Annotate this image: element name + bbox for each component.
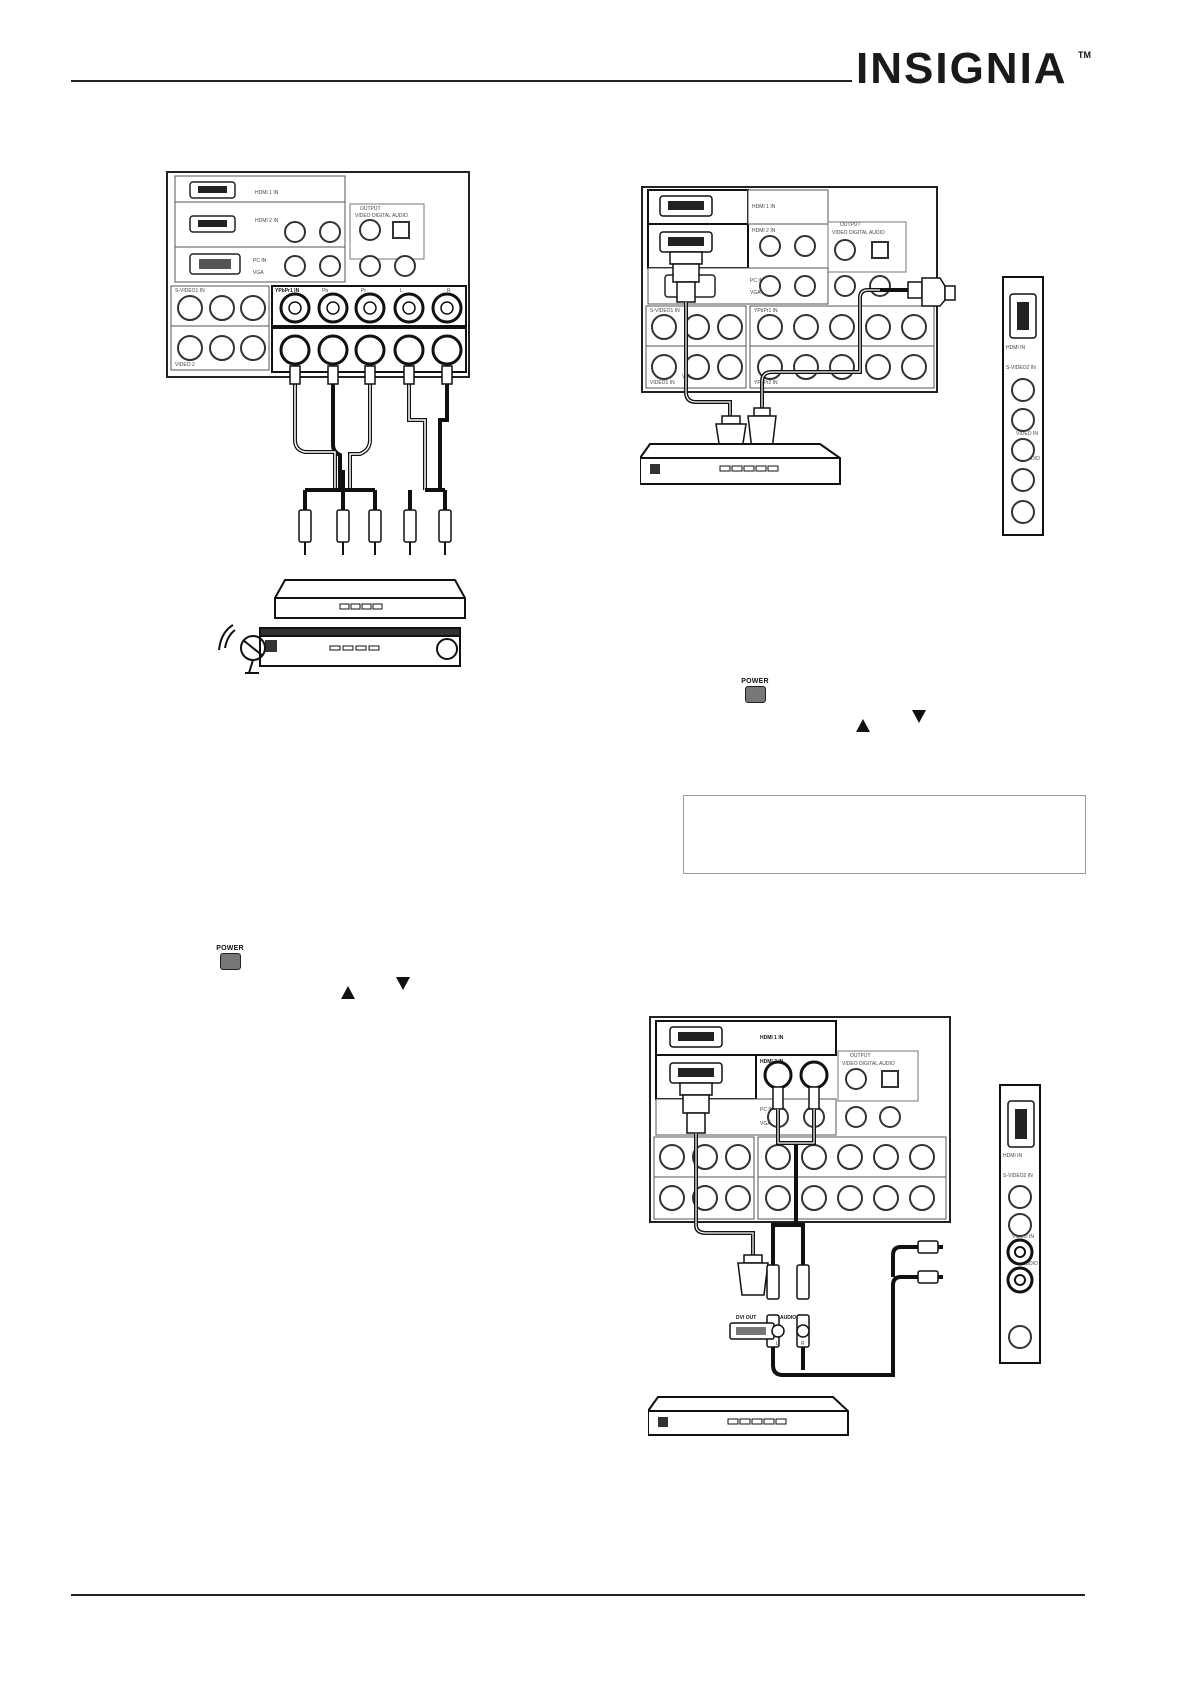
video1-label: VIDEO1 IN [650, 380, 675, 386]
pc-in-label: PC IN [750, 278, 764, 284]
svideo1-label: S-VIDEO1 IN [175, 288, 205, 294]
r-label: R [447, 288, 451, 294]
satellite-dish-icon [218, 624, 266, 674]
vga-label: VGA [253, 270, 264, 276]
hdmi2-label: HDMI 2 IN [255, 218, 279, 224]
side-video-label: VIDEO IN [1016, 431, 1038, 437]
down-arrow-icon [912, 710, 926, 723]
side-hdmi-label: HDMI IN [1003, 1153, 1023, 1159]
video-digital-audio-label: VIDEO DIGITAL AUDIO [842, 1061, 895, 1067]
audio-l-label: L [776, 1341, 779, 1347]
side-video-label: VIDEO IN [1012, 1234, 1034, 1240]
insignia-logo: INSIGNIA [856, 44, 1092, 102]
dvi-out-label: DVI OUT [736, 1315, 756, 1321]
pc-in-label: PC IN [760, 1107, 774, 1113]
power-label: POWER [216, 945, 244, 952]
component-cables [293, 370, 449, 490]
up-arrow-icon [341, 986, 355, 999]
dvd-player [640, 443, 841, 485]
svideo1-label: S-VIDEO1 IN [650, 308, 680, 314]
pb-label: Pb [322, 288, 328, 294]
ypbpr2-label: YPbPr2 IN [754, 380, 778, 386]
set-top-box [274, 579, 466, 619]
output-label: OUTPUT [850, 1053, 871, 1059]
brand-name: INSIGNIA [856, 44, 1068, 93]
power-key-shape [744, 686, 766, 703]
power-button-icon: POWER [210, 945, 250, 970]
side-audio-label: AUDIO [1022, 1261, 1038, 1267]
hdmi1-label: HDMI 1 IN [752, 204, 776, 210]
side-hdmi-label: HDMI IN [1006, 345, 1026, 351]
footer-rule [71, 1594, 1085, 1596]
down-arrow-icon [396, 977, 410, 990]
power-label: POWER [741, 678, 769, 685]
video-digital-audio-label: VIDEO DIGITAL AUDIO [355, 213, 408, 219]
video2-label: VIDEO 2 [175, 362, 195, 368]
trademark-mark: TM [1078, 50, 1091, 60]
video-digital-audio-label: VIDEO DIGITAL AUDIO [832, 230, 885, 236]
up-arrow-icon [856, 719, 870, 732]
pr-label: Pr [361, 288, 366, 294]
hdmi2-label: HDMI 2 IN [752, 228, 776, 234]
side-svideo-label: S-VIDEO2 IN [1003, 1173, 1033, 1179]
power-key-shape [219, 953, 241, 970]
note-box [683, 795, 1086, 874]
output-label: OUTPUT [840, 222, 861, 228]
audio-label: AUDIO [780, 1315, 796, 1321]
power-button-icon: POWER [735, 678, 775, 703]
header-rule [71, 80, 852, 82]
side-svideo-label: S-VIDEO2 IN [1006, 365, 1036, 371]
hdmi1-label: HDMI 1 IN [760, 1035, 784, 1041]
hdmi1-label: HDMI 1 IN [255, 190, 279, 196]
dvd-player [648, 1396, 849, 1436]
hdmi-dvi-connection-figure: HDMI 1 IN HDMI 2 IN OUTPUT VIDEO DIGITAL… [640, 182, 1045, 542]
vga-label: VGA [750, 290, 761, 296]
ypbpr1-label: YPbPr1 IN [754, 308, 778, 314]
l-label: L [400, 288, 403, 294]
audio-r-label: R [801, 1341, 805, 1347]
output-label: OUTPUT [360, 206, 381, 212]
component-connection-figure: HDMI 1 IN HDMI 2 IN OUTPUT VIDEO DIGITAL… [165, 170, 475, 685]
pc-in-label: PC IN [253, 258, 267, 264]
ypbpr1-label: YPbPr1 IN [275, 288, 300, 294]
dvi-audio-connection-figure: HDMI 1 IN HDMI 2 IN OUTPUT VIDEO DIGITAL… [648, 1015, 1043, 1475]
vga-label: VGA [760, 1121, 771, 1127]
side-audio-label: AUDIO [1024, 456, 1040, 462]
